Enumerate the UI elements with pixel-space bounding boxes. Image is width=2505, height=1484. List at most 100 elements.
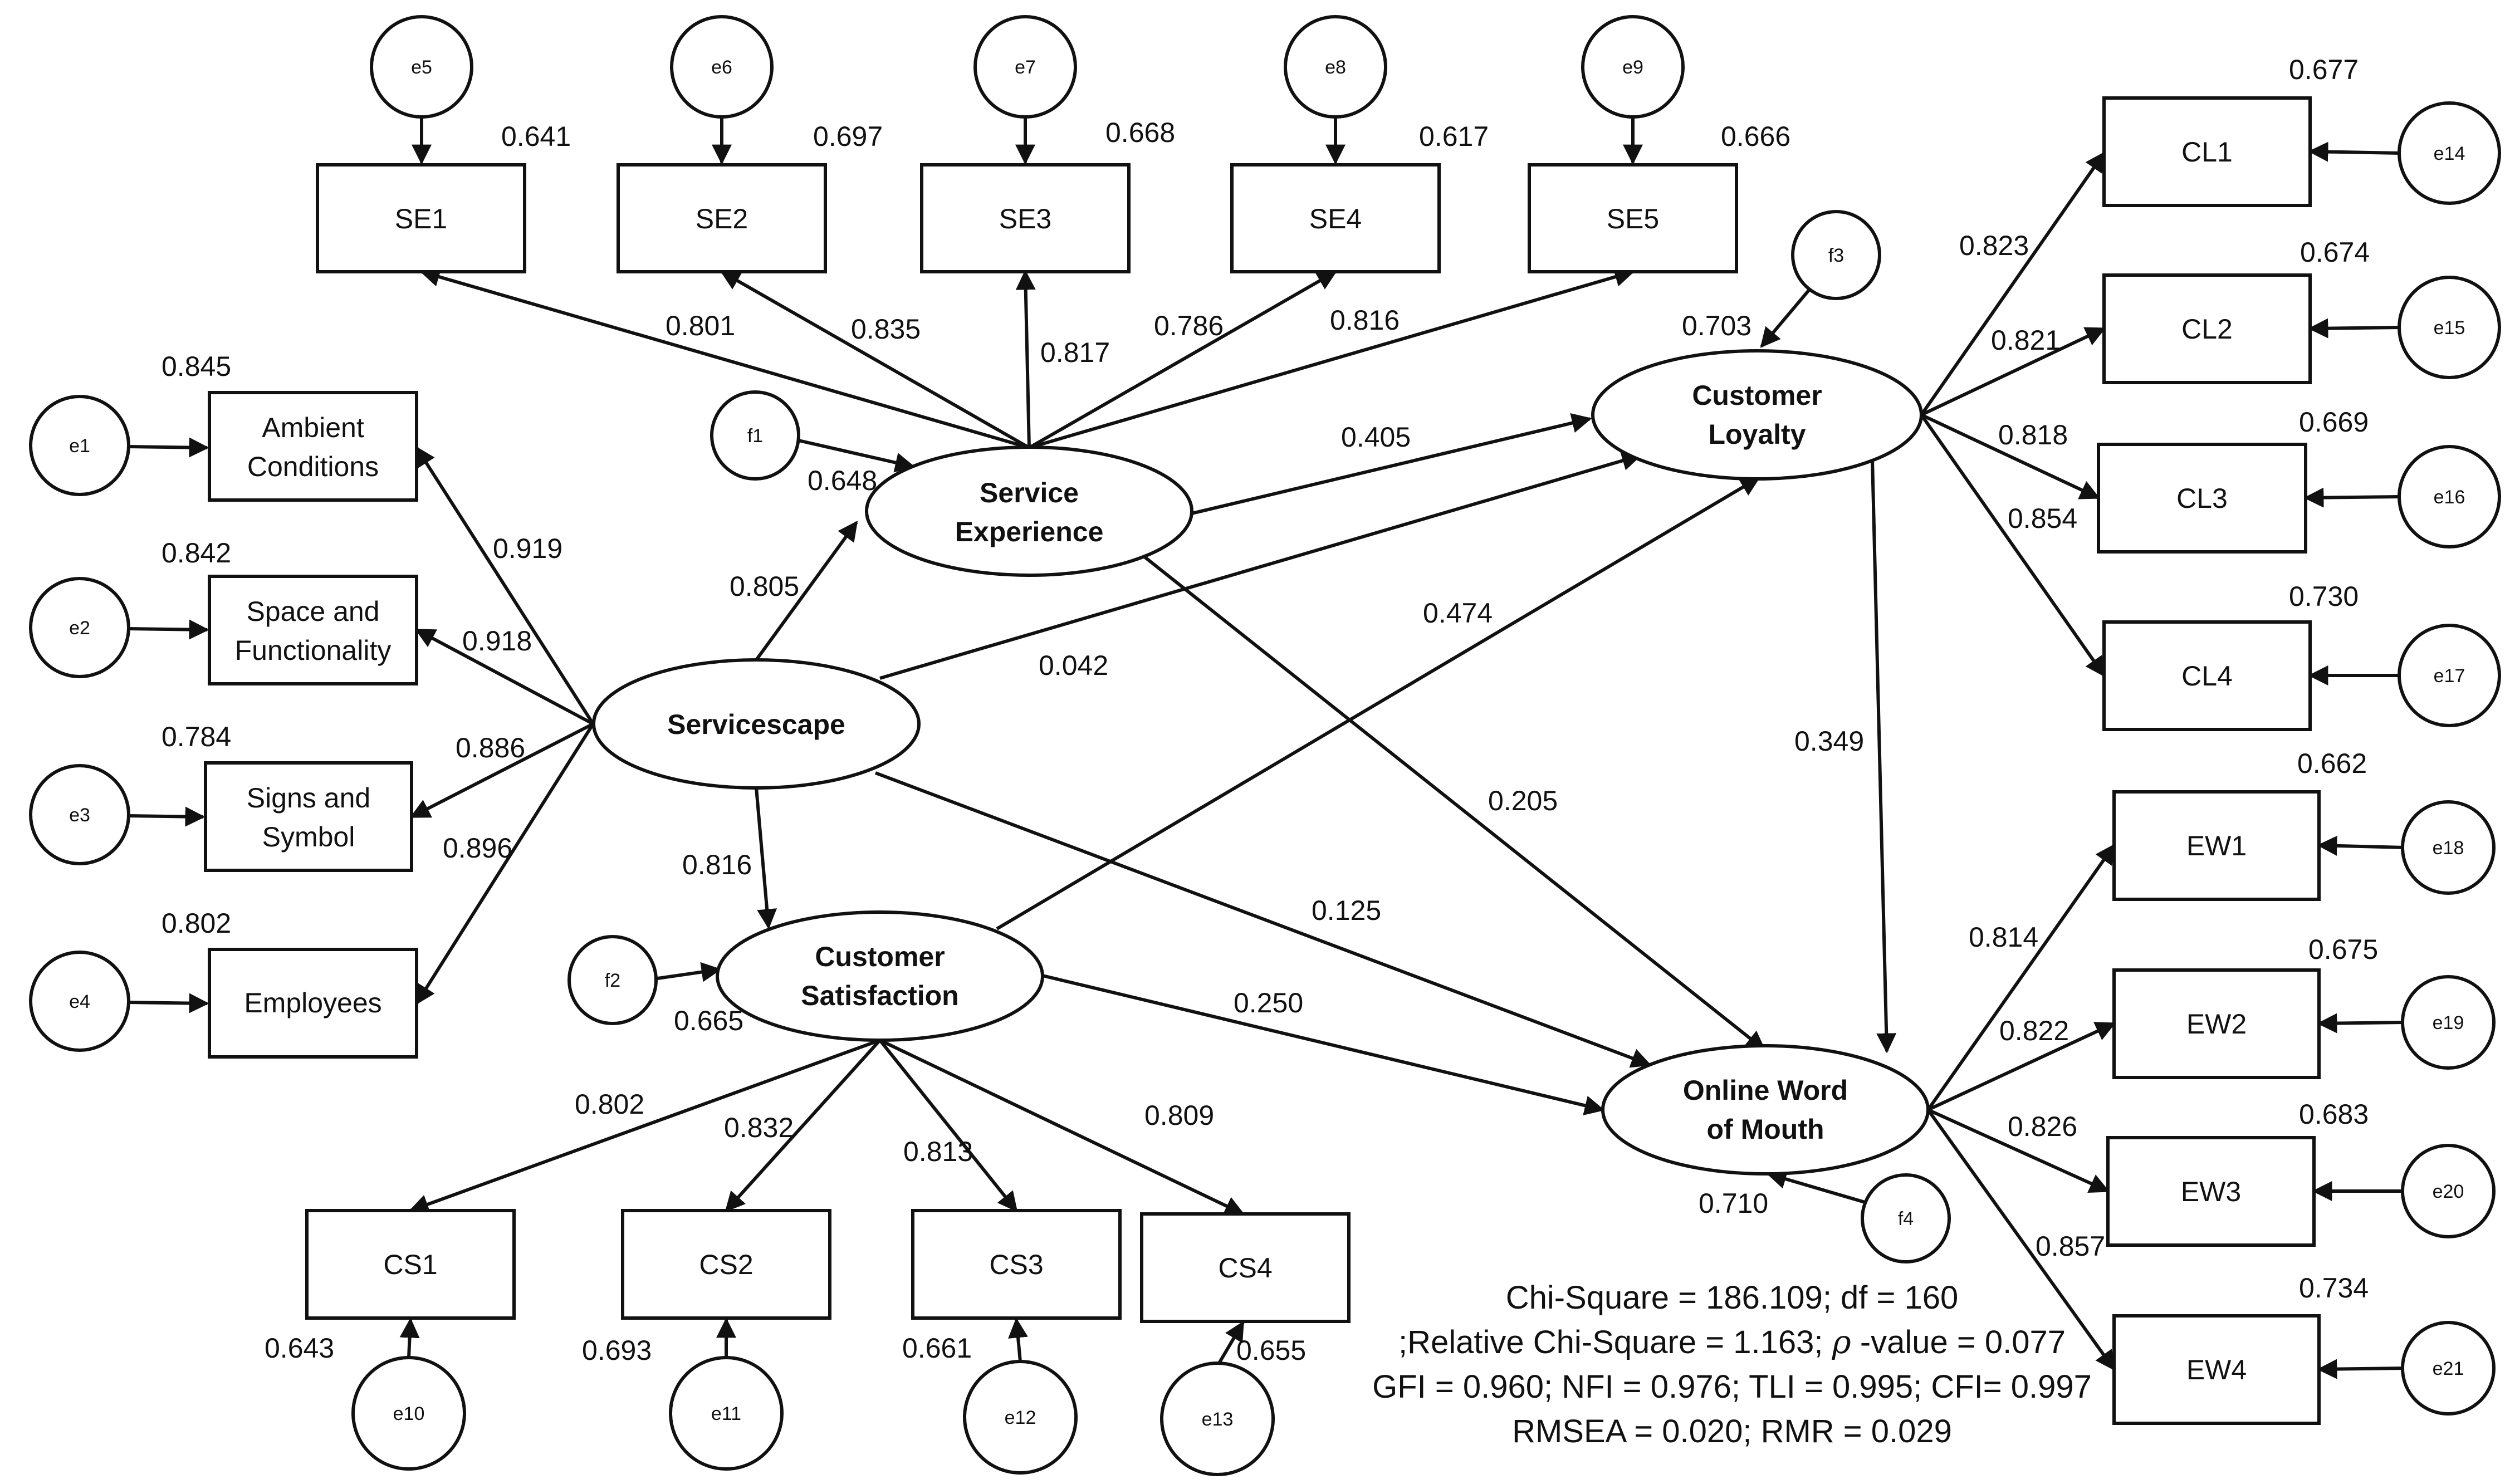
box-cs3-label: CS3 (989, 1249, 1043, 1280)
r2-ew2: 0.675 (2308, 934, 2378, 965)
loading-signs: 0.886 (456, 732, 525, 763)
arrow-customer-satisfaction-cs4 (879, 1039, 1245, 1216)
arrow-online-wom-ew1 (1926, 844, 2116, 1111)
r2-se5: 0.666 (1721, 121, 1790, 152)
disturbance-f1-label: f1 (747, 425, 763, 447)
box-cl4-label: CL4 (2181, 660, 2233, 692)
arrow-servicescape-space (414, 628, 594, 726)
r2-cl4: 0.730 (2289, 581, 2359, 612)
box-cl3: CL3 (2097, 443, 2307, 554)
disturbance-f1: f1 (710, 390, 800, 481)
box-signs-line2: Symbol (262, 821, 355, 853)
latent-customer-satisfaction: Customer Satisfaction (716, 910, 1044, 1042)
box-cs1: CS1 (305, 1209, 516, 1320)
error-e7: e7 (973, 15, 1077, 119)
error-e16: e16 (2398, 445, 2501, 548)
error-e5: e5 (370, 15, 473, 119)
r2-employees: 0.802 (162, 908, 231, 939)
path-service-experience-customer-loyalty: 0.405 (1341, 422, 1411, 453)
error-e6: e6 (670, 15, 774, 119)
r2-se2: 0.697 (813, 121, 883, 152)
arrow-e10-cs1 (399, 1318, 420, 1358)
disturbance-f3-label: f3 (1828, 245, 1844, 266)
error-e3: e3 (29, 764, 130, 865)
box-space-line2: Functionality (235, 635, 392, 666)
box-cl2-label: CL2 (2181, 314, 2233, 345)
latent-customer-loyalty: Customer Loyalty (1591, 349, 1923, 481)
box-space-line1: Space and (246, 596, 379, 627)
loading-ew4: 0.857 (2036, 1231, 2105, 1262)
disturbance-f3: f3 (1791, 210, 1881, 300)
coefficient-labels: 0.845 0.842 0.784 0.802 0.641 0.697 0.66… (162, 54, 2378, 1366)
error-e13: e13 (1160, 1361, 1275, 1476)
box-ew1-label: EW1 (2186, 830, 2247, 861)
error-e16-label: e16 (2434, 487, 2465, 508)
box-ew3-label: EW3 (2181, 1176, 2241, 1207)
arrow-customer-satisfaction-customer-loyalty (996, 476, 1761, 930)
box-ew2: EW2 (2112, 968, 2321, 1079)
box-se5: SE5 (1528, 163, 1738, 273)
fit-line-2-suffix: -value = 0.077 (1851, 1324, 2066, 1360)
latent-servicescape: Servicescape (592, 658, 921, 790)
loading-se4: 0.786 (1154, 310, 1224, 341)
arrow-f4-online-wom (1766, 1169, 1867, 1204)
error-e18-label: e18 (2433, 837, 2464, 859)
error-e4: e4 (29, 951, 130, 1052)
box-cl3-label: CL3 (2176, 483, 2228, 514)
error-e7-label: e7 (1015, 57, 1036, 78)
arrow-customer-loyalty-online-wom (1871, 459, 1897, 1054)
error-e19-label: e19 (2433, 1012, 2464, 1034)
error-e12-label: e12 (1005, 1407, 1036, 1428)
arrow-servicescape-online-wom (874, 771, 1652, 1068)
latent-customer-loyalty-line1: Customer (1692, 380, 1822, 411)
box-employees-label: Employees (244, 987, 381, 1018)
loading-se3: 0.817 (1040, 337, 1110, 368)
box-cl1-label: CL1 (2181, 136, 2233, 168)
arrow-servicescape-customer-satisfaction (755, 787, 777, 929)
box-cl2: CL2 (2102, 273, 2312, 384)
arrow-online-wom-ew4 (1926, 1109, 2116, 1371)
box-ew3: EW3 (2106, 1136, 2316, 1247)
r2-online-wom: 0.710 (1699, 1188, 1768, 1219)
arrow-e4-employees (128, 993, 209, 1013)
error-e8: e8 (1284, 15, 1387, 119)
box-se2: SE2 (617, 163, 827, 273)
latent-customer-satisfaction-line2: Satisfaction (801, 980, 958, 1011)
arrow-customer-loyalty-cl3 (1920, 413, 2101, 499)
loading-cs2: 0.832 (724, 1112, 794, 1143)
box-se3: SE3 (920, 163, 1131, 273)
r2-cl2: 0.674 (2300, 237, 2370, 268)
arrow-customer-loyalty-cl4 (1920, 414, 2106, 677)
fit-statistics: Chi-Square = 186.109; df = 160 ;Relative… (1372, 1280, 2092, 1449)
error-e21: e21 (2401, 1321, 2496, 1416)
latent-customer-satisfaction-line1: Customer (815, 941, 945, 972)
loading-employees: 0.896 (443, 832, 512, 864)
r2-cs3: 0.661 (902, 1333, 972, 1364)
arrow-servicescape-customer-loyalty (879, 450, 1642, 680)
arrow-e16-cl3 (2303, 487, 2401, 508)
arrow-service-experience-online-wom (1143, 555, 1766, 1051)
error-e1: e1 (29, 395, 130, 496)
path-customer-loyalty-online-wom: 0.349 (1794, 726, 1864, 757)
box-cs3: CS3 (911, 1209, 1122, 1320)
error-e20-label: e20 (2433, 1181, 2464, 1202)
error-e9-label: e9 (1622, 57, 1643, 78)
loading-ambient: 0.919 (493, 533, 562, 564)
latent-service-experience: Service Experience (865, 445, 1193, 577)
error-e6-label: e6 (711, 57, 732, 78)
arrow-e15-cl2 (2308, 318, 2401, 339)
loading-se5: 0.816 (1330, 305, 1400, 336)
path-arrows (128, 117, 2405, 1379)
error-terms: e1 e2 e3 e4 e5 e6 e7 e8 e9 e10 e11 e12 e… (29, 15, 2501, 1476)
arrow-service-experience-se3 (1015, 270, 1036, 448)
box-ew1: EW1 (2112, 790, 2321, 901)
error-e14-label: e14 (2434, 143, 2465, 164)
r2-cs4: 0.655 (1236, 1335, 1306, 1366)
arrow-e14-cl1 (2308, 141, 2401, 162)
error-e1-label: e1 (69, 435, 90, 457)
error-e2: e2 (29, 577, 130, 678)
latent-online-wom-line1: Online Word (1683, 1075, 1848, 1106)
loading-ew2: 0.822 (1999, 1015, 2069, 1046)
error-e18: e18 (2401, 800, 2496, 895)
loading-space: 0.918 (462, 625, 532, 657)
